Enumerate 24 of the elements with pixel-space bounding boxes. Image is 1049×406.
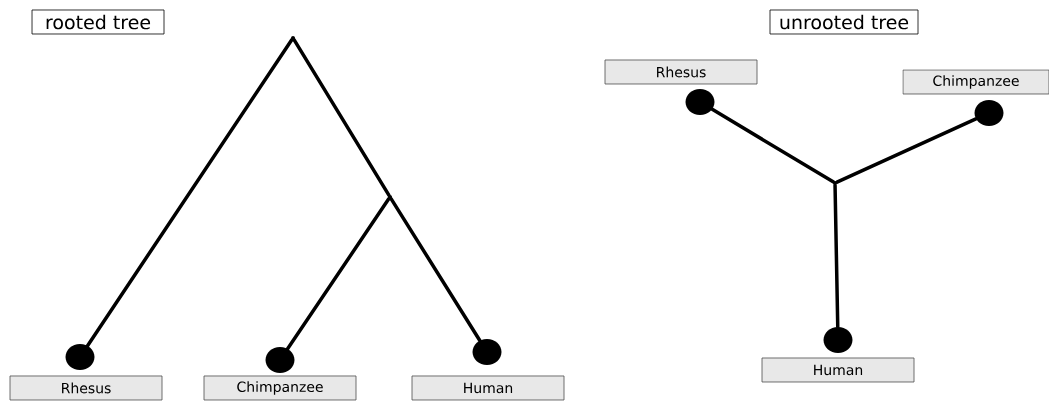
title-box: rooted tree (31, 9, 165, 35)
label-box: Rhesus (604, 59, 758, 85)
title-box: unrooted tree (769, 9, 919, 35)
branch-line (833, 183, 840, 329)
branch-line (710, 107, 835, 184)
branch-point (833, 181, 837, 185)
branch-point (388, 195, 392, 199)
leaf-dot (685, 89, 715, 115)
branch-line (835, 117, 978, 184)
branch-line (389, 197, 482, 343)
label-box: Human (411, 375, 565, 401)
leaf-dot (974, 100, 1004, 126)
leaf-dot (823, 327, 853, 353)
branch-line (85, 38, 294, 348)
label-box: Rhesus (9, 375, 163, 401)
branch-line (285, 197, 391, 351)
branch-point (291, 36, 295, 40)
branch-line (292, 38, 391, 197)
label-box: Chimpanzee (203, 375, 357, 401)
label-box: Chimpanzee (902, 69, 1049, 95)
leaf-dot (265, 347, 295, 373)
leaf-dot (65, 344, 95, 370)
label-box: Human (761, 357, 915, 383)
leaf-dot (472, 339, 502, 365)
